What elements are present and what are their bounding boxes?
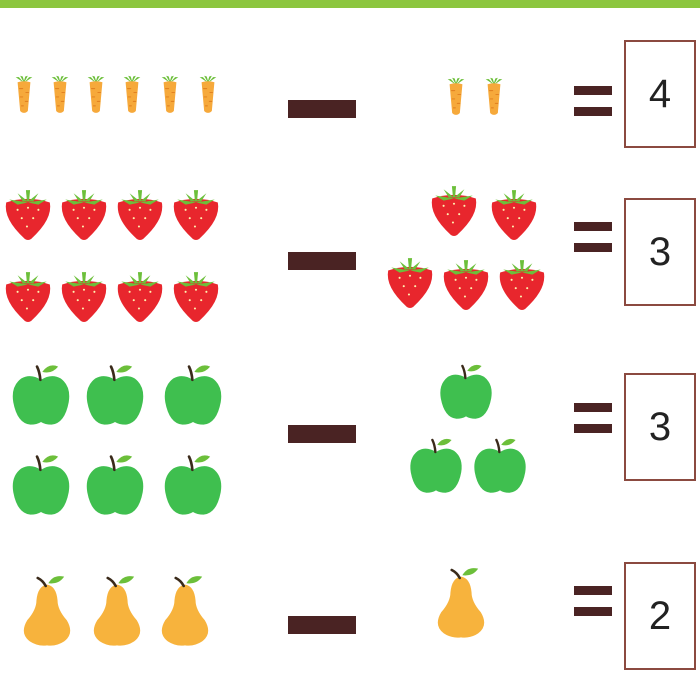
subtrahend-group	[430, 34, 520, 164]
minuend-group	[0, 176, 230, 336]
carrot-icon	[123, 75, 141, 113]
equals-sign	[574, 86, 612, 118]
carrot-icon	[51, 75, 69, 113]
pear-icon	[437, 568, 485, 638]
carrot-icon	[15, 75, 33, 113]
apple-icon	[474, 438, 526, 493]
minus-sign	[288, 616, 356, 634]
minus-sign	[288, 425, 356, 443]
strawberry-icon	[117, 190, 163, 240]
row-carrots: 4	[0, 0, 700, 170]
apple-icon	[86, 365, 144, 425]
row-pears: 2	[0, 530, 700, 700]
subtrahend-group	[426, 534, 506, 674]
pear-icon	[23, 576, 71, 646]
answer-box[interactable]: 4	[624, 40, 696, 148]
strawberry-icon	[499, 260, 545, 310]
apple-icon	[12, 455, 70, 515]
minus-sign	[288, 100, 356, 118]
strawberry-icon	[491, 190, 537, 240]
row-strawberries: 3	[0, 170, 700, 340]
strawberry-icon	[5, 190, 51, 240]
strawberry-icon	[173, 272, 219, 322]
minuend-group	[0, 544, 230, 684]
apple-icon	[410, 438, 462, 493]
carrot-icon	[485, 77, 503, 115]
answer-box[interactable]: 3	[624, 373, 696, 481]
pear-icon	[161, 576, 209, 646]
subtrahend-group	[404, 349, 534, 509]
equals-sign	[574, 222, 612, 254]
apple-icon	[12, 365, 70, 425]
answer-box[interactable]: 2	[624, 562, 696, 670]
top-accent-bar	[0, 0, 700, 8]
strawberry-icon	[431, 186, 477, 236]
minus-sign	[288, 252, 356, 270]
answer-box[interactable]: 3	[624, 198, 696, 306]
strawberry-icon	[5, 272, 51, 322]
equals-sign	[574, 403, 612, 435]
strawberry-icon	[443, 260, 489, 310]
apple-icon	[440, 364, 492, 419]
carrot-icon	[161, 75, 179, 113]
strawberry-icon	[387, 258, 433, 308]
strawberry-icon	[61, 190, 107, 240]
equals-sign	[574, 586, 612, 618]
strawberry-icon	[61, 272, 107, 322]
strawberry-icon	[117, 272, 163, 322]
pear-icon	[93, 576, 141, 646]
carrot-icon	[447, 77, 465, 115]
carrot-icon	[87, 75, 105, 113]
subtrahend-group	[384, 174, 554, 334]
minuend-group	[0, 30, 230, 160]
apple-icon	[164, 455, 222, 515]
row-apples: 3	[0, 345, 700, 520]
strawberry-icon	[173, 190, 219, 240]
carrot-icon	[199, 75, 217, 113]
apple-icon	[164, 365, 222, 425]
minuend-group	[0, 349, 230, 519]
apple-icon	[86, 455, 144, 515]
